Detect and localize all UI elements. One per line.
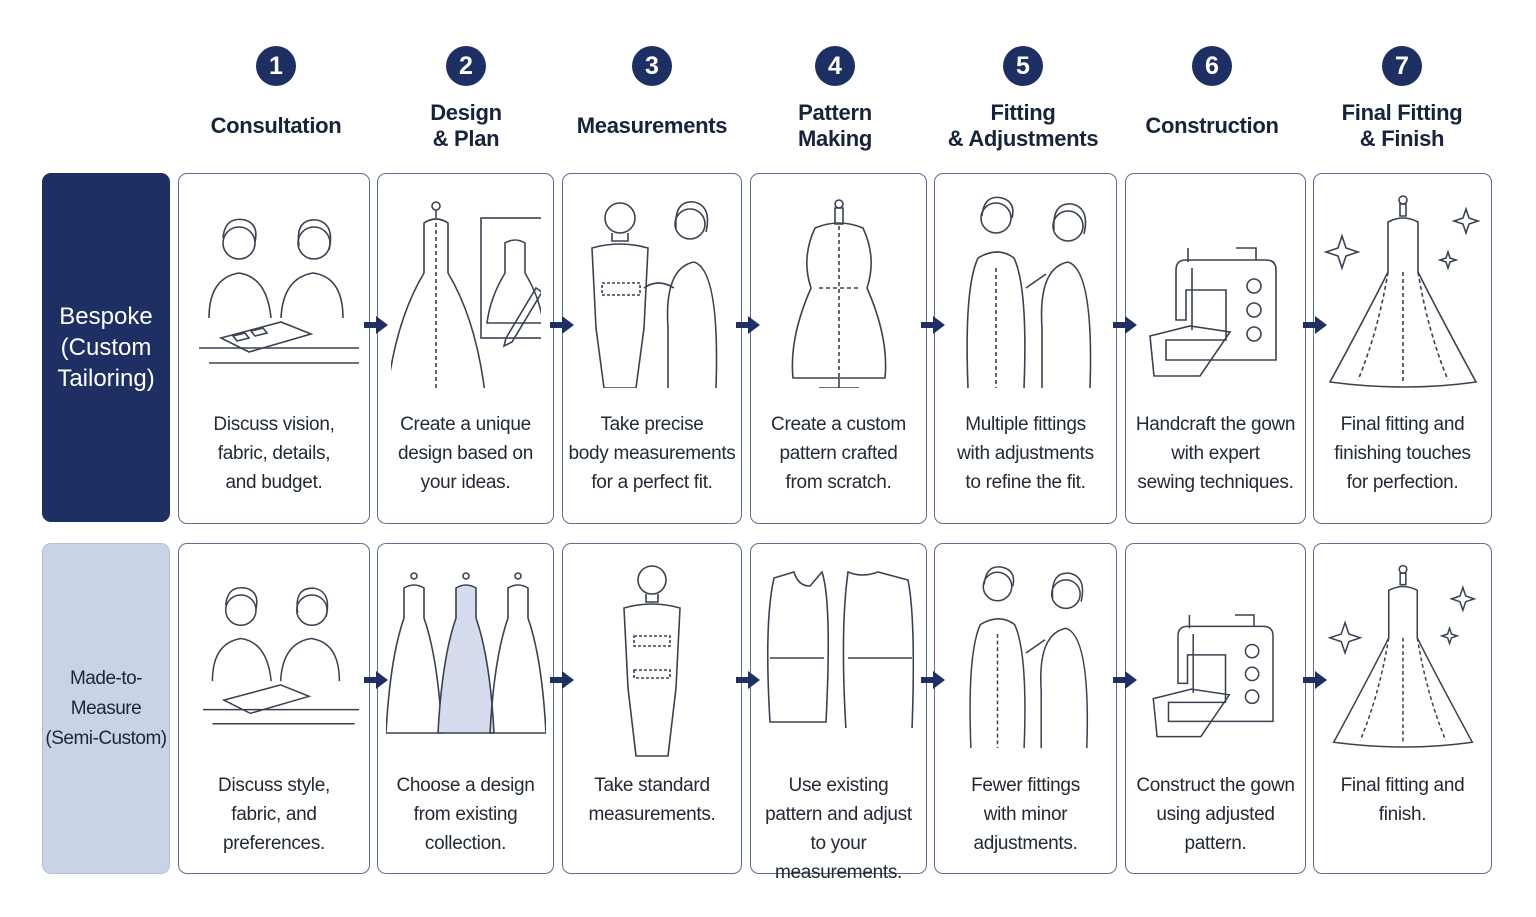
step-header-3: 3 Measurements [559, 46, 745, 156]
card-mtm-fitting: Fewer fittings with minor adjustments. [934, 543, 1117, 874]
step-title: Construction [1145, 113, 1279, 138]
arrow-right-icon [921, 316, 945, 334]
card-bespoke-consultation: Discuss vision, fabric, details, and bud… [178, 173, 370, 524]
fitting-icon [968, 566, 1088, 748]
step-title: Design & Plan [430, 100, 502, 151]
fitting-icon [965, 196, 1091, 388]
card-description: Create a unique design based on your ide… [398, 414, 533, 493]
card-description: Fewer fittings with minor adjustments. [971, 775, 1080, 854]
step-header-1: 1 Consultation [183, 46, 369, 156]
card-bespoke-design: Create a unique design based on your ide… [377, 173, 554, 524]
card-description: Discuss style, fabric, and preferences. [218, 775, 330, 854]
card-mtm-pattern: Use existing pattern and adjust to your … [750, 543, 927, 883]
gown-sparkle-icon [1326, 564, 1477, 748]
card-description: Take precise body measurements for a per… [568, 414, 736, 493]
arrow-right-icon [364, 316, 388, 334]
arrow-right-icon [736, 671, 760, 689]
row-label-text: Bespoke (Custom Tailoring) [57, 303, 155, 392]
step-number-badge: 3 [632, 46, 672, 86]
sewing-machine-icon [1151, 614, 1274, 738]
card-description: Use existing pattern and adjust to your … [765, 775, 912, 883]
step-number-badge: 2 [446, 46, 486, 86]
card-mtm-construction: Construct the gown using adjusted patter… [1125, 543, 1306, 874]
card-description: Final fitting and finishing touches for … [1334, 414, 1471, 493]
dress-sketch-icon [390, 201, 541, 388]
step-title: Pattern Making [798, 100, 872, 151]
row-label-bespoke: Bespoke (Custom Tailoring) [42, 173, 170, 522]
card-mtm-design: Choose a design from existing collection… [377, 543, 554, 874]
step-number-badge: 4 [815, 46, 855, 86]
sewing-machine-icon [1148, 247, 1277, 377]
arrow-right-icon [550, 316, 574, 334]
step-title: Consultation [210, 113, 342, 138]
measuring-icon [591, 201, 718, 388]
consultation-icon [202, 586, 359, 725]
card-mtm-final: Final fitting and finish. [1313, 543, 1492, 874]
step-number-badge: 7 [1382, 46, 1422, 86]
card-bespoke-construction: Handcraft the gown with expert sewing te… [1125, 173, 1306, 524]
arrow-right-icon [1113, 671, 1137, 689]
pattern-pieces-icon [766, 570, 914, 728]
card-bespoke-fitting: Multiple fittings with adjustments to re… [934, 173, 1117, 524]
card-bespoke-final: Final fitting and finishing touches for … [1313, 173, 1492, 524]
card-mtm-consultation: Discuss style, fabric, and preferences. [178, 543, 370, 874]
standard-measure-icon [623, 565, 681, 757]
gown-sparkle-icon [1322, 195, 1481, 388]
step-header-4: 4 Pattern Making [742, 46, 928, 156]
arrow-right-icon [550, 671, 574, 689]
card-bespoke-pattern: Create a custom pattern crafted from scr… [750, 173, 927, 524]
dress-form-icon [791, 199, 886, 388]
row-label-made-to-measure: Made-to-Measure (Semi-Custom) [42, 543, 170, 874]
arrow-right-icon [921, 671, 945, 689]
step-title: Final Fitting & Finish [1341, 100, 1463, 151]
card-description: Discuss vision, fabric, details, and bud… [213, 414, 335, 493]
step-number-badge: 6 [1192, 46, 1232, 86]
step-number-badge: 1 [256, 46, 296, 86]
arrow-right-icon [736, 316, 760, 334]
card-bespoke-measurements: Take precise body measurements for a per… [562, 173, 742, 524]
row-label-text: Made-to-Measure (Semi-Custom) [45, 667, 167, 749]
arrow-right-icon [1303, 671, 1327, 689]
step-header-7: 7 Final Fitting & Finish [1309, 46, 1495, 156]
step-title: Fitting & Adjustments [947, 100, 1099, 151]
step-header-5: 5 Fitting & Adjustments [930, 46, 1116, 156]
card-description: Choose a design from existing collection… [396, 775, 535, 854]
card-description: Final fitting and finish. [1340, 775, 1465, 825]
card-description: Handcraft the gown with expert sewing te… [1135, 414, 1296, 493]
card-description: Multiple fittings with adjustments to re… [957, 414, 1094, 493]
step-number-badge: 5 [1003, 46, 1043, 86]
card-mtm-measurements: Take standard measurements. [562, 543, 742, 874]
arrow-right-icon [1113, 316, 1137, 334]
arrow-right-icon [1303, 316, 1327, 334]
dress-collection-icon [385, 572, 546, 734]
card-description: Construct the gown using adjusted patter… [1136, 775, 1295, 854]
step-title: Measurements [576, 113, 728, 138]
step-header-6: 6 Construction [1119, 46, 1305, 156]
card-description: Create a custom pattern crafted from scr… [771, 414, 906, 493]
consultation-icon [199, 218, 359, 364]
step-header-2: 2 Design & Plan [373, 46, 559, 156]
card-description: Take standard measurements. [588, 775, 716, 825]
arrow-right-icon [364, 671, 388, 689]
